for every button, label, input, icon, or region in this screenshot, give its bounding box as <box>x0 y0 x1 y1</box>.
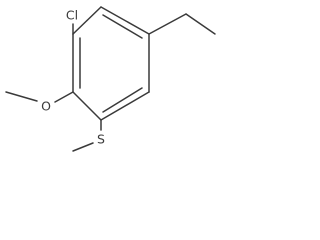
ethyl-group <box>148 13 216 35</box>
methylthio-group: S <box>72 119 105 152</box>
sulfur-label: S <box>97 132 105 147</box>
chloro-group: Cl <box>66 8 78 35</box>
benzene-ring <box>72 6 150 121</box>
chlorine-label: Cl <box>66 8 78 23</box>
ring-bond-top <box>100 6 150 35</box>
ring-bond-top-inner <box>102 14 143 39</box>
ring-bond-bottom-right <box>100 91 150 121</box>
ethyl-bond-2 <box>185 13 216 35</box>
ring-bond-bottom-left <box>72 91 102 121</box>
ring-bond-bottom-right-inner <box>102 87 143 113</box>
chemical-structure-diagram: Cl O S <box>5 6 216 152</box>
oxygen-ring-bond <box>54 91 74 103</box>
ethyl-bond-1 <box>148 13 187 35</box>
sulfur-methyl-bond <box>72 142 94 152</box>
methoxy-group: O <box>5 91 74 114</box>
ring-bond-top-left <box>72 6 102 35</box>
oxygen-label: O <box>41 99 51 114</box>
oxygen-methyl-bond <box>5 91 38 102</box>
